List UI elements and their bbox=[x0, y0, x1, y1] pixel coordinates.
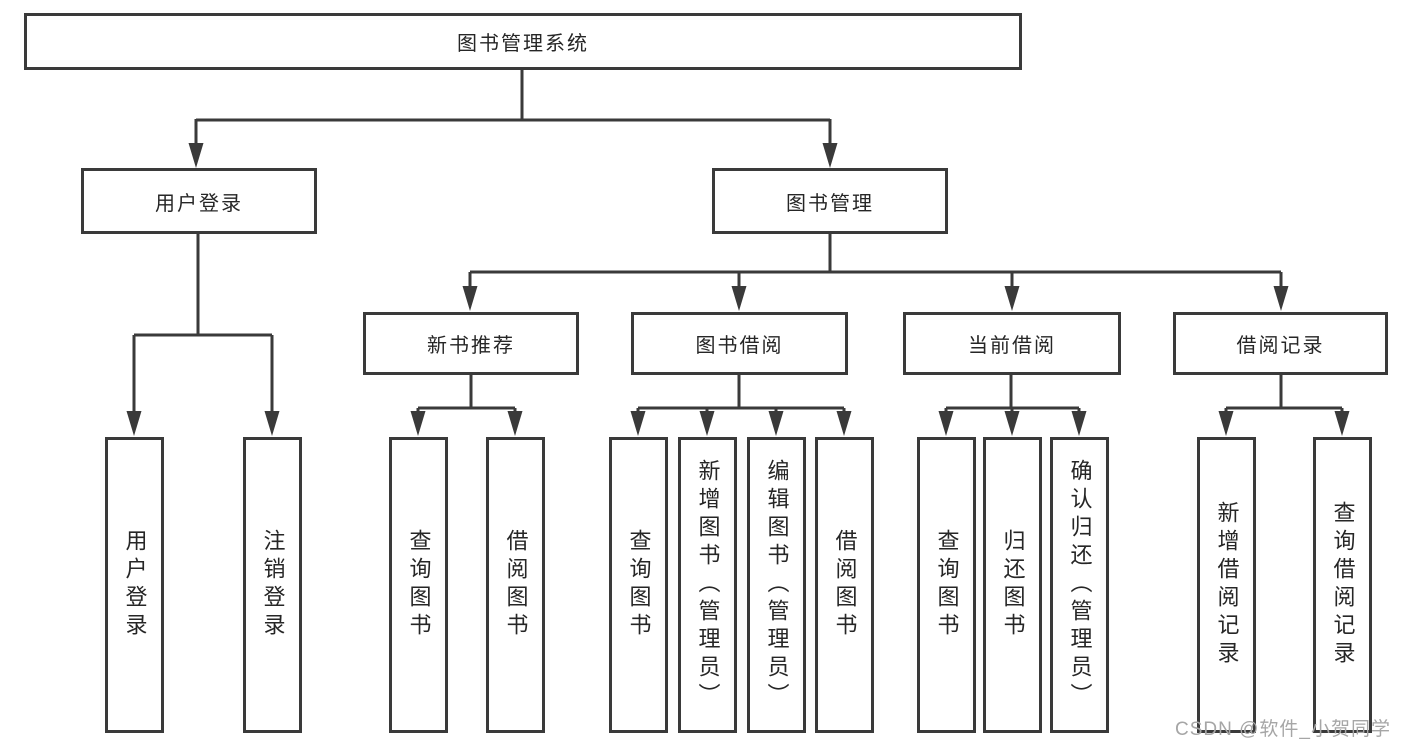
leaf-add-books-admin: 新增图书（管理员） bbox=[678, 437, 737, 733]
node-new-book-recommendation: 新书推荐 bbox=[363, 312, 579, 375]
leaf-query-books-current: 查询图书 bbox=[917, 437, 976, 733]
leaf-edit-books-admin: 编辑图书（管理员） bbox=[747, 437, 806, 733]
node-current-borrowing: 当前借阅 bbox=[903, 312, 1121, 375]
leaf-query-books-borrow: 查询图书 bbox=[609, 437, 668, 733]
node-user-login-group: 用户登录 bbox=[81, 168, 317, 234]
node-book-borrowing: 图书借阅 bbox=[631, 312, 848, 375]
leaf-query-books-newrec: 查询图书 bbox=[389, 437, 448, 733]
leaf-user-login: 用户登录 bbox=[105, 437, 164, 733]
csdn-watermark: CSDN @软件_小贺同学 bbox=[1175, 719, 1391, 740]
leaf-add-borrow-record: 新增借阅记录 bbox=[1197, 437, 1256, 733]
leaf-borrow-books: 借阅图书 bbox=[815, 437, 874, 733]
node-book-management-group: 图书管理 bbox=[712, 168, 948, 234]
node-library-management-system: 图书管理系统 bbox=[24, 13, 1022, 70]
leaf-query-borrow-record: 查询借阅记录 bbox=[1313, 437, 1372, 733]
node-borrowing-records: 借阅记录 bbox=[1173, 312, 1388, 375]
leaf-borrow-books-newrec: 借阅图书 bbox=[486, 437, 545, 733]
leaf-confirm-return-admin: 确认归还（管理员） bbox=[1050, 437, 1109, 733]
leaf-return-books: 归还图书 bbox=[983, 437, 1042, 733]
leaf-logout: 注销登录 bbox=[243, 437, 302, 733]
